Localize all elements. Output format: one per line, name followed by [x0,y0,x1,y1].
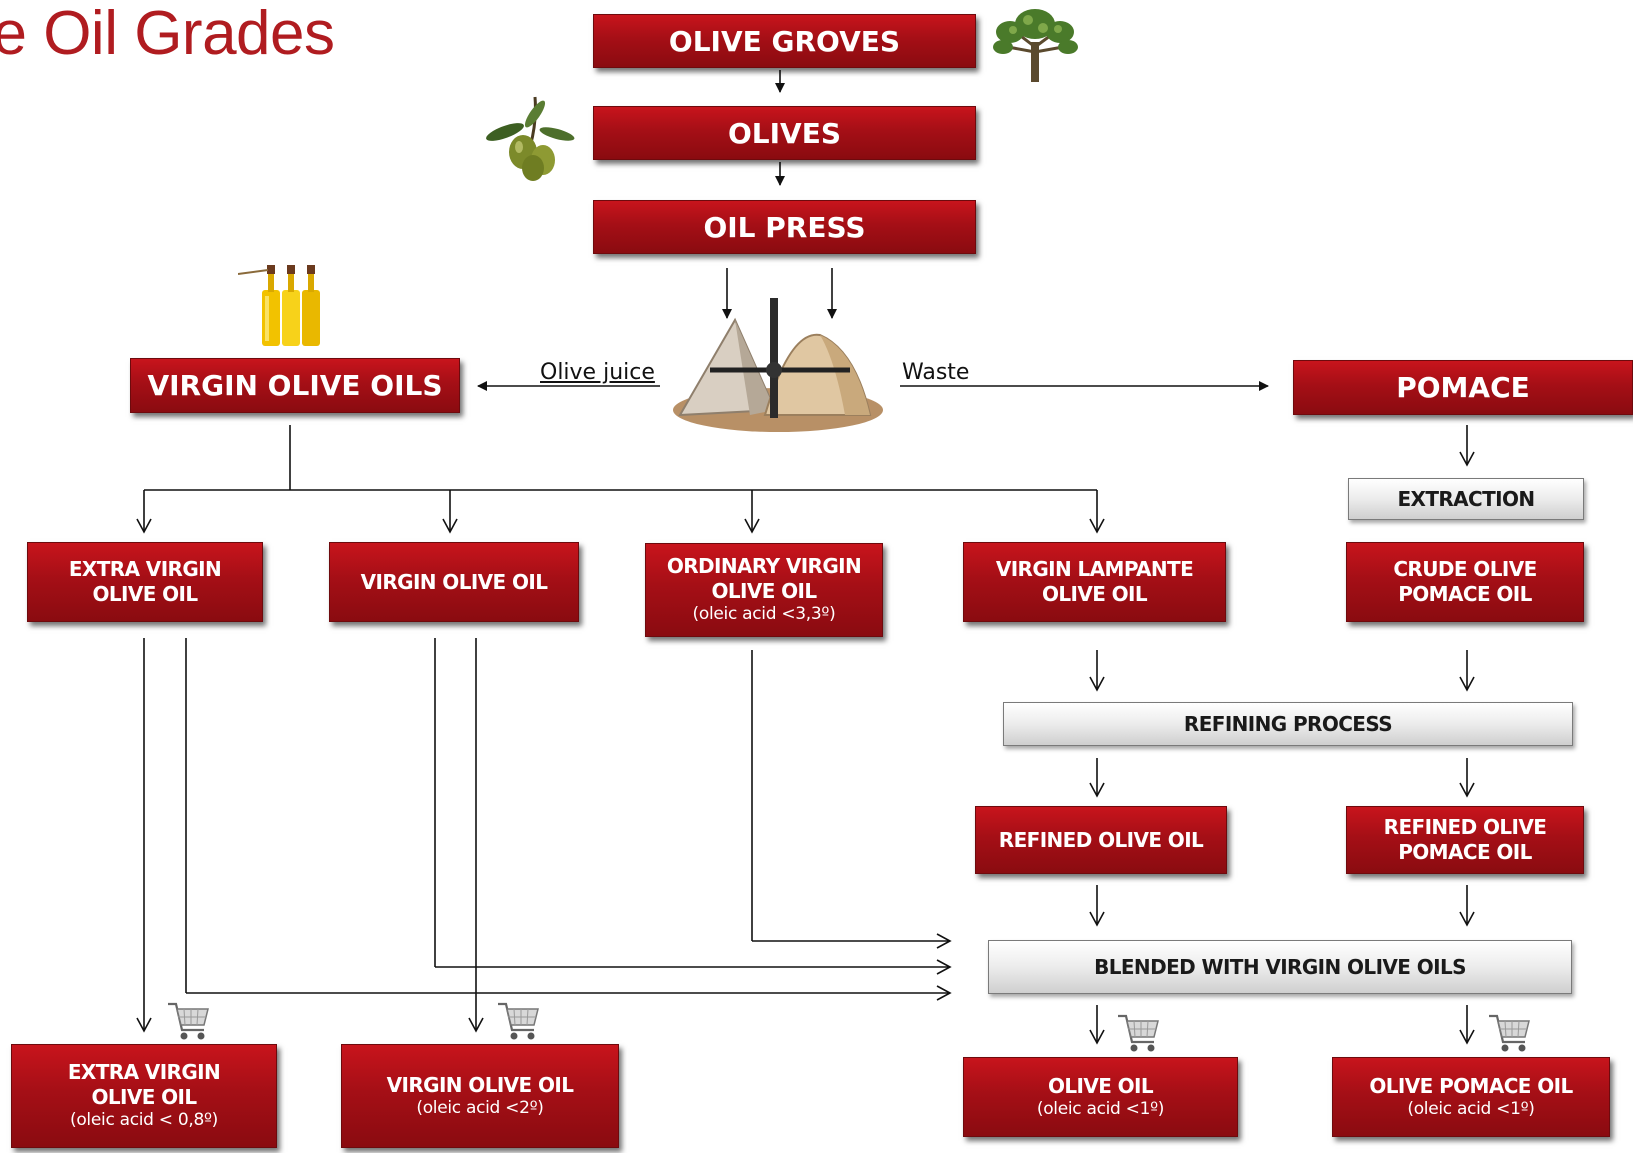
final-olive-oil-acid: (oleic acid <1º) [1036,1098,1165,1119]
final-virgin-line1: VIRGIN OLIVE OIL [386,1072,574,1097]
shopping-cart-icon [498,1002,539,1040]
ordinary-virgin-line1: ORDINARY VIRGIN [666,554,862,579]
final-extra-virgin-box: EXTRA VIRGIN OLIVE OIL (oleic acid < 0,8… [11,1044,277,1148]
olives-label: OLIVES [727,116,842,150]
final-virgin-acid: (oleic acid <2º) [416,1097,544,1118]
ordinary-virgin-line2: OLIVE OIL [711,579,817,604]
stone-mill-icon [673,298,883,432]
virgin-lampante-line2: OLIVE OIL [1041,582,1148,606]
virgin-olive-oil-box: VIRGIN OLIVE OIL [329,542,579,622]
blended-box: BLENDED WITH VIRGIN OLIVE OILS [988,940,1572,994]
ordinary-virgin-acid: (oleic acid <3,3º) [692,604,836,625]
olive-branch-icon [486,96,575,181]
oil-bottles-icon [238,265,320,346]
refining-process-label: REFINING PROCESS [1183,711,1393,736]
virgin-olive-oils-label: VIRGIN OLIVE OILS [147,369,443,402]
shopping-cart-icon [1118,1014,1159,1052]
final-pomace-line1: OLIVE POMACE OIL [1369,1073,1573,1098]
extraction-label: EXTRACTION [1397,486,1535,511]
oil-press-label: OIL PRESS [703,210,866,244]
extraction-box: EXTRACTION [1348,478,1584,520]
olive-juice-label: Olive juice [540,360,655,385]
final-extra-virgin-line2: OLIVE OIL [91,1085,197,1110]
blended-label: BLENDED WITH VIRGIN OLIVE OILS [1094,954,1466,979]
virgin-lampante-box: VIRGIN LAMPANTE OLIVE OIL [963,542,1226,622]
pomace-label: POMACE [1396,371,1530,404]
final-extra-virgin-line1: EXTRA VIRGIN [67,1060,221,1085]
olives-box: OLIVES [593,106,976,160]
virgin-lampante-line1: VIRGIN LAMPANTE [995,557,1194,581]
final-pomace-acid: (oleic acid <1º) [1407,1098,1535,1119]
final-virgin-box: VIRGIN OLIVE OIL (oleic acid <2º) [341,1044,619,1148]
olive-groves-label: OLIVE GROVES [668,24,901,58]
final-olive-oil-line1: OLIVE OIL [1047,1073,1154,1098]
virgin-olive-oils-box: VIRGIN OLIVE OILS [130,358,460,413]
page-title: ve Oil Grades [0,0,335,68]
extra-virgin-line2: OLIVE OIL [92,582,198,606]
pomace-box: POMACE [1293,360,1633,415]
refined-olive-oil-box: REFINED OLIVE OIL [975,806,1227,874]
virgin-olive-oil-label: VIRGIN OLIVE OIL [360,569,548,594]
final-pomace-box: OLIVE POMACE OIL (oleic acid <1º) [1332,1057,1610,1137]
shopping-cart-icon [168,1002,209,1040]
refined-olive-oil-label: REFINED OLIVE OIL [998,827,1204,852]
refined-pomace-line2: POMACE OIL [1398,840,1532,864]
waste-label: Waste [902,360,970,385]
refining-process-box: REFINING PROCESS [1003,702,1573,746]
crude-pomace-box: CRUDE OLIVE POMACE OIL [1346,542,1584,622]
refined-pomace-box: REFINED OLIVE POMACE OIL [1346,806,1584,874]
olive-tree-icon [993,9,1078,82]
crude-pomace-line2: POMACE OIL [1398,582,1532,606]
extra-virgin-box: EXTRA VIRGIN OLIVE OIL [27,542,263,622]
crude-pomace-line1: CRUDE OLIVE [1393,557,1537,581]
oil-press-box: OIL PRESS [593,200,976,254]
ordinary-virgin-box: ORDINARY VIRGIN OLIVE OIL (oleic acid <3… [645,543,883,637]
final-extra-virgin-acid: (oleic acid < 0,8º) [70,1110,218,1131]
final-olive-oil-box: OLIVE OIL (oleic acid <1º) [963,1057,1238,1137]
extra-virgin-line1: EXTRA VIRGIN [68,557,222,581]
olive-groves-box: OLIVE GROVES [593,14,976,68]
refined-pomace-line1: REFINED OLIVE [1383,815,1547,839]
shopping-cart-icon [1489,1014,1530,1052]
